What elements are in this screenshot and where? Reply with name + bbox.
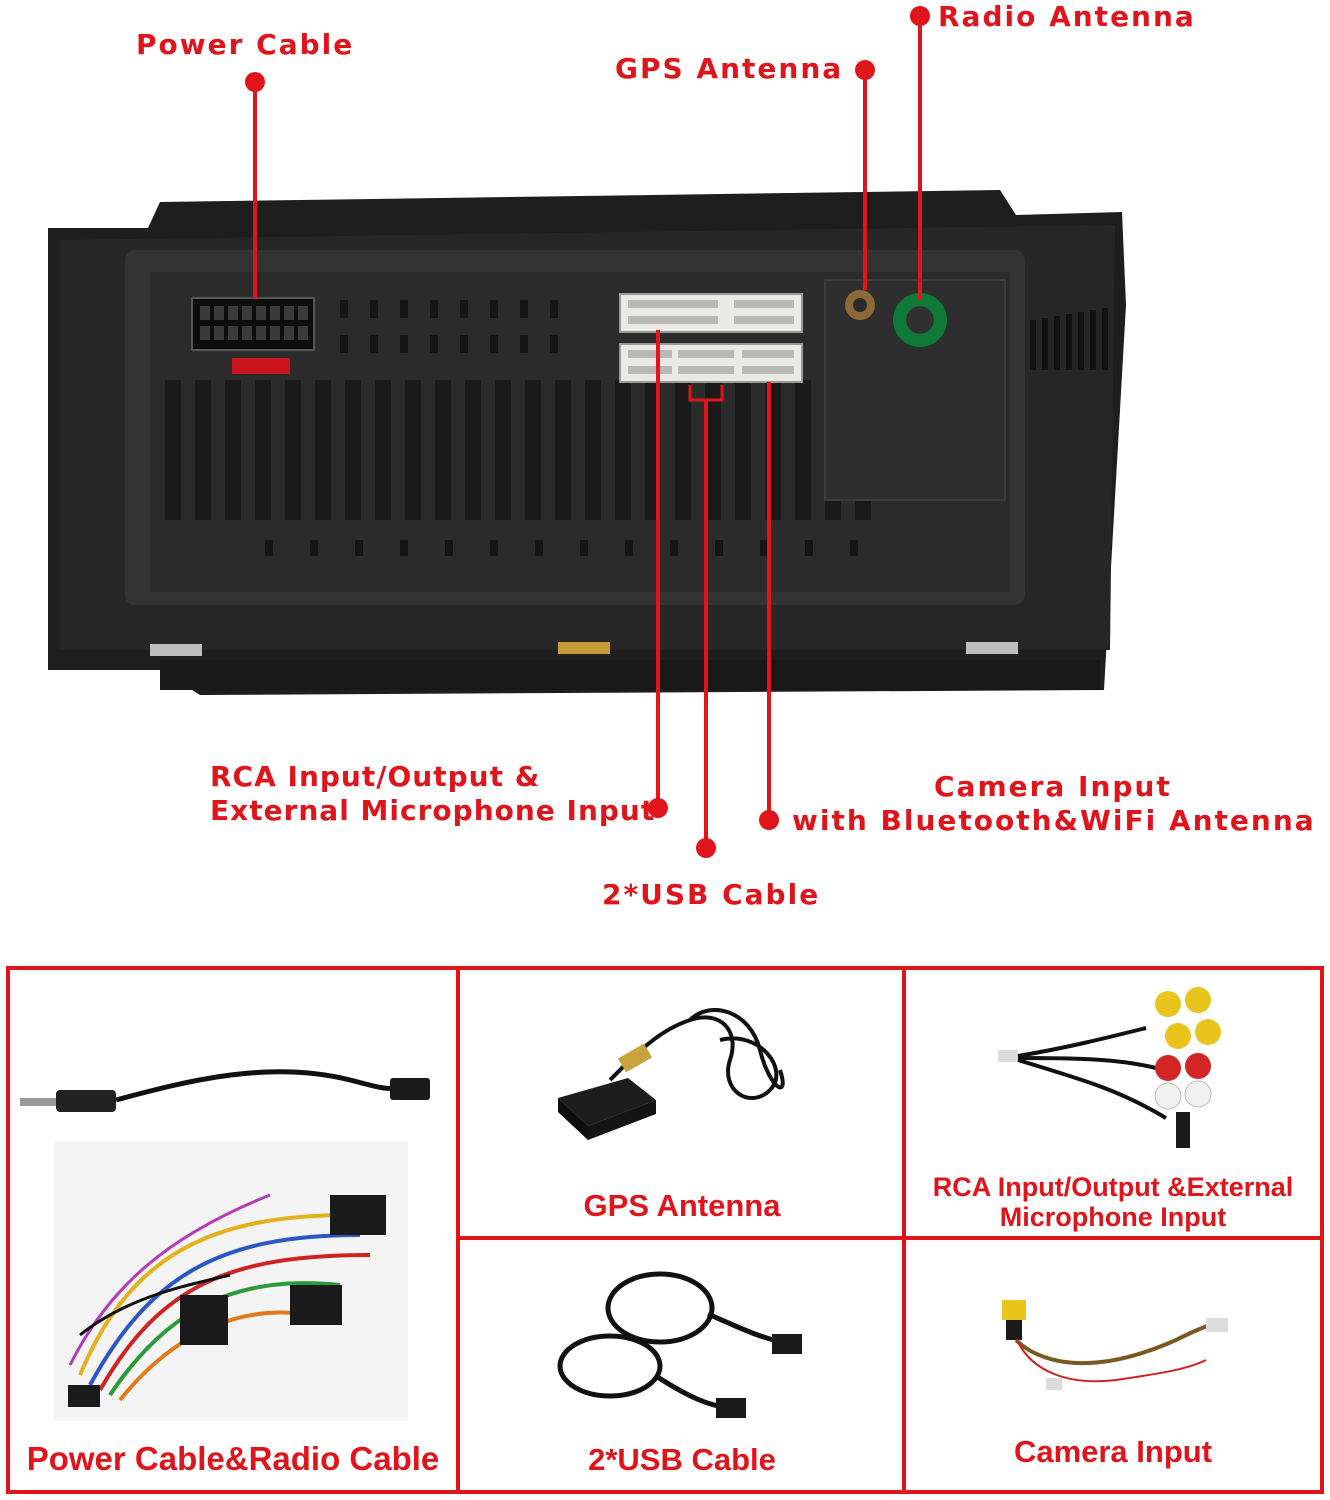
power-cable-label: Power Cable xyxy=(136,28,355,61)
radio-antenna-label: Radio Antenna xyxy=(938,0,1196,33)
gps-antenna-leader xyxy=(863,78,867,290)
power-cable-harness-image xyxy=(54,1141,408,1421)
caption-camera-input: Camera Input xyxy=(1013,1434,1213,1469)
accessory-gps-antenna: GPS Antenna xyxy=(456,966,908,1242)
camera-cable-image xyxy=(1002,1300,1228,1390)
rca-leader xyxy=(656,330,660,810)
gps-antenna-label: GPS Antenna xyxy=(615,52,844,85)
usb-label: 2*USB Cable xyxy=(602,878,821,911)
accessory-power-radio-cable: Power Cable&Radio Cable xyxy=(6,966,460,1494)
power-cable-leader xyxy=(253,84,257,299)
usb-cable-image xyxy=(557,1271,802,1418)
camera-label-line1: Camera Input xyxy=(934,770,1172,803)
caption-rca-line2: Microphone Input xyxy=(999,1202,1227,1232)
radio-cable-image xyxy=(20,1069,430,1112)
gps-antenna-image xyxy=(558,1008,785,1140)
gps-antenna-dot xyxy=(855,60,875,80)
head-unit-rear-illustration xyxy=(48,190,1126,695)
radio-antenna-dot xyxy=(910,6,930,26)
accessory-rca-cable: RCA Input/Output &External Microphone In… xyxy=(902,966,1324,1242)
accessory-usb-cable: 2*USB Cable xyxy=(456,1236,908,1494)
usb-dot xyxy=(696,838,716,858)
accessory-camera-cable: Camera Input xyxy=(902,1236,1324,1494)
usb-leader xyxy=(704,400,708,848)
camera-leader xyxy=(767,382,771,820)
rca-label-line1: RCA Input/Output & xyxy=(210,760,541,793)
camera-label-line2: with Bluetooth&WiFi Antenna xyxy=(792,804,1316,837)
caption-gps-antenna: GPS Antenna xyxy=(583,1188,781,1223)
camera-dot xyxy=(759,810,779,830)
rca-dot xyxy=(648,798,668,818)
caption-usb-cable: 2*USB Cable xyxy=(588,1442,776,1477)
caption-power-radio-cable: Power Cable&Radio Cable xyxy=(26,1440,440,1477)
radio-antenna-leader xyxy=(918,18,922,300)
rca-label-line2: External Microphone Input xyxy=(210,794,656,827)
caption-rca-line1: RCA Input/Output &External xyxy=(932,1172,1294,1202)
rca-cable-image xyxy=(998,987,1221,1148)
power-cable-dot xyxy=(245,72,265,92)
